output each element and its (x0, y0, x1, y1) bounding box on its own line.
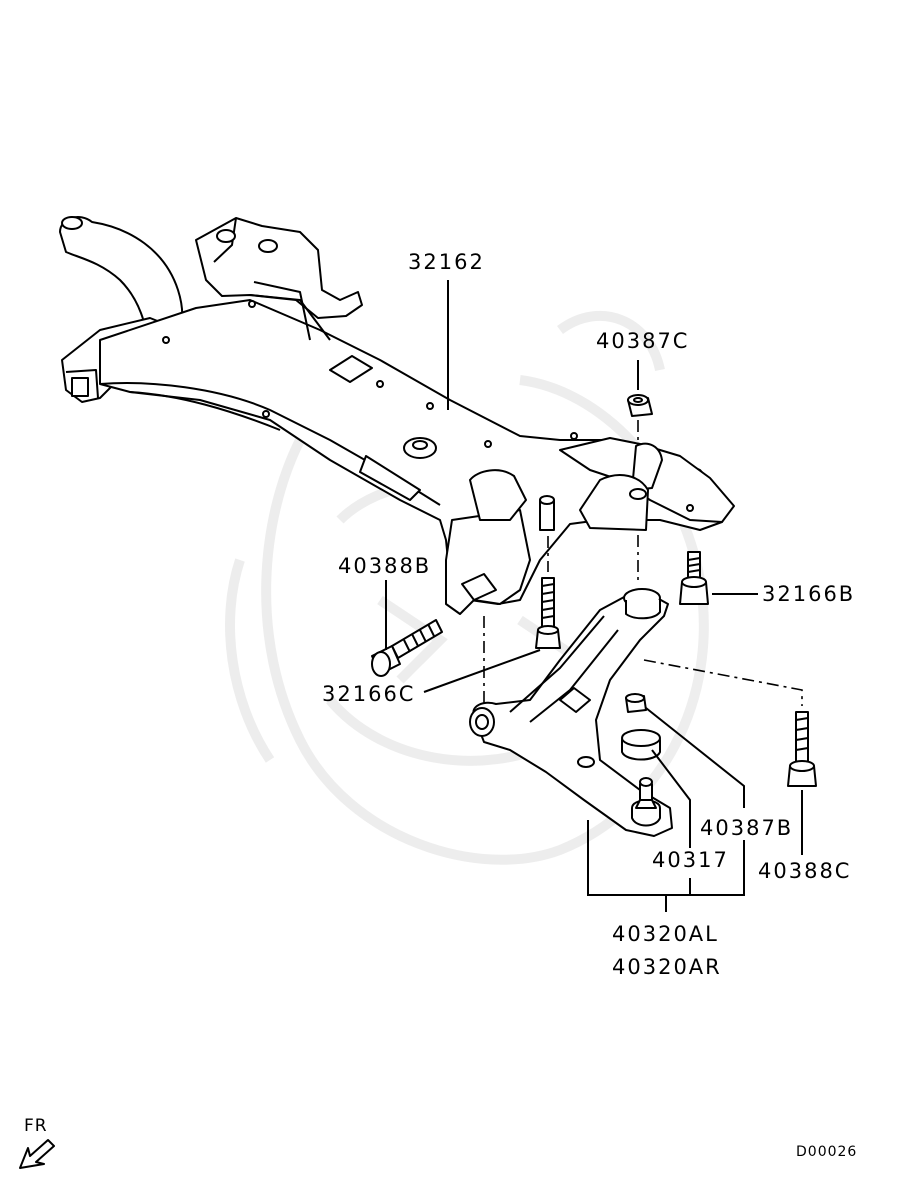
crossmember (59, 216, 735, 615)
part-label-32162: 32162 (408, 250, 485, 274)
leader-40387B (645, 707, 745, 808)
nut-40387B (625, 693, 647, 713)
alignment-lines (483, 420, 803, 706)
leader-lines (385, 280, 803, 912)
lower-arm (469, 588, 673, 837)
part-label-40387C: 40387C (596, 329, 690, 353)
bolt-40388B (371, 619, 443, 677)
part-label-40388B: 40388B (338, 554, 432, 578)
crossmember-rear-bracket (195, 217, 363, 319)
part-label-40388C: 40388C (758, 859, 852, 883)
diagram-code: D00026 (796, 1144, 858, 1160)
boot-40317 (621, 729, 661, 761)
leader-40317 (651, 749, 691, 848)
leader-40320-bracket (587, 820, 745, 912)
part-label-32166B: 32166B (762, 582, 856, 606)
left-arm-bushing (61, 216, 83, 230)
bolt-40388C (787, 711, 817, 787)
part-label-40317: 40317 (652, 848, 729, 872)
part-label-40320AR: 40320AR (612, 955, 722, 979)
front-direction-label: FR (24, 1116, 48, 1136)
leader-32166C (423, 649, 541, 693)
fasteners (371, 394, 817, 787)
part-label-40320AL: 40320AL (612, 922, 719, 946)
bolt-32166B (679, 551, 709, 605)
bolt-32166C (535, 577, 561, 649)
nut-40387C (627, 394, 653, 417)
part-label-32166C: 32166C (322, 682, 416, 706)
front-arrow-icon (19, 1139, 55, 1169)
part-label-40387B: 40387B (700, 816, 794, 840)
